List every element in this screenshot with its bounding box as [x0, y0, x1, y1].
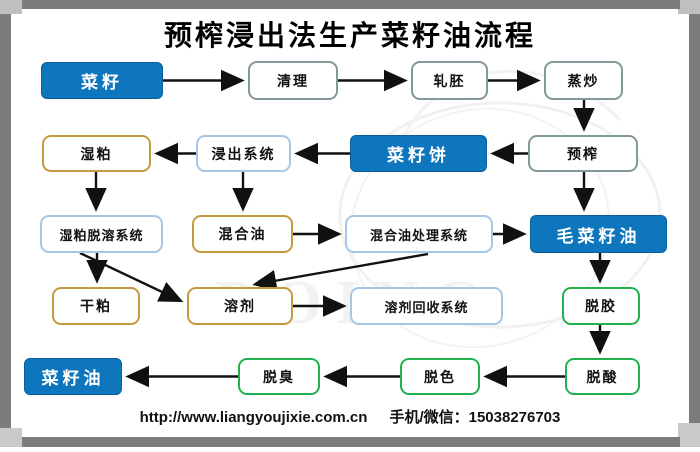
frame-corner-bottom-right — [678, 423, 700, 447]
node-deacidification: 脱酸 — [565, 358, 640, 395]
node-solvent: 溶剂 — [187, 287, 293, 325]
page-title: 预榨浸出法生产菜籽油流程 — [163, 21, 536, 52]
node-crude-rapeseed-oil: 毛菜籽油 — [530, 215, 667, 253]
node-rapeseed-cake: 菜籽饼 — [350, 135, 487, 172]
footer: http://www.liangyoujixie.com.cn 手机/微信：150… — [0, 406, 700, 427]
node-extraction-system: 浸出系统 — [196, 135, 291, 172]
node-dry-meal: 干粕 — [52, 287, 140, 325]
footer-contact: 手机/微信：15038276703 — [389, 409, 561, 426]
node-flaking: 轧胚 — [411, 61, 488, 100]
frame-corner-bottom-left — [0, 428, 22, 447]
frame-bar-bottom — [22, 437, 680, 447]
node-prepress: 预榨 — [528, 135, 638, 172]
node-mixed-oil: 混合油 — [192, 215, 293, 253]
frame-bar-left — [0, 14, 11, 428]
frame-corner-top-left — [0, 0, 22, 14]
node-steam-frying: 蒸炒 — [544, 61, 623, 100]
node-rapeseed-oil: 菜籽油 — [24, 358, 122, 395]
node-wet-meal-desolventizing-system: 湿粕脱溶系统 — [40, 215, 163, 253]
node-solvent-recovery-system: 溶剂回收系统 — [350, 287, 503, 325]
node-decolorization: 脱色 — [400, 358, 480, 395]
node-wet-meal: 湿粕 — [42, 135, 151, 172]
footer-website: http://www.liangyoujixie.com.cn — [139, 409, 368, 426]
frame-corner-top-right — [678, 0, 700, 14]
node-degumming: 脱胶 — [562, 287, 640, 325]
frame-bar-top — [22, 0, 680, 9]
node-deodorization: 脱臭 — [238, 358, 320, 395]
node-mixed-oil-treatment-system: 混合油处理系统 — [345, 215, 493, 253]
frame-bar-right — [689, 14, 700, 423]
node-cleaning: 清理 — [248, 61, 338, 100]
node-rapeseed: 菜籽 — [41, 62, 163, 99]
